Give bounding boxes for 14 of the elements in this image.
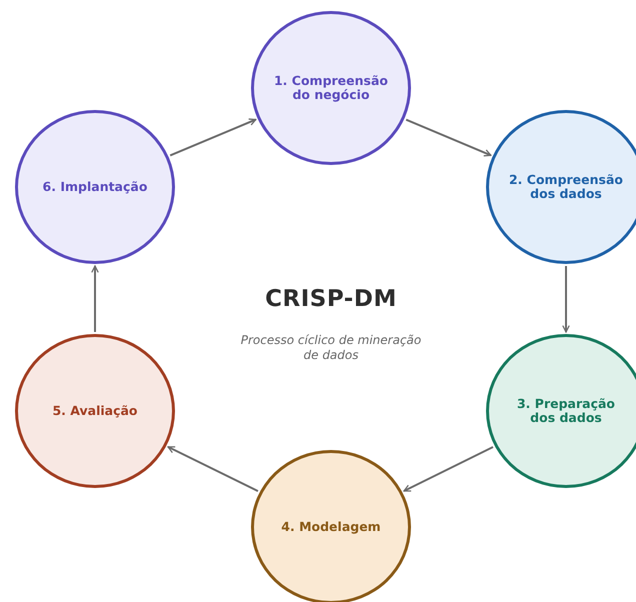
diagram-caption: Processo cíclico de mineração de dados <box>240 333 422 363</box>
arrow <box>167 446 258 492</box>
arrow <box>406 118 492 156</box>
diagram-title: CRISP-DM <box>264 286 398 312</box>
arrow <box>170 118 256 156</box>
arrow <box>562 266 570 333</box>
arrow <box>403 446 494 492</box>
stage-label: 2. Compreensão dos dados <box>508 173 624 201</box>
arrow <box>91 265 99 332</box>
stage-label: 6. Implantação <box>42 180 148 194</box>
stage-label: 5. Avaliação <box>51 404 139 418</box>
stage-label: 1. Compreensão do negócio <box>272 74 389 102</box>
stage-label: 3. Preparação dos dados <box>516 397 616 425</box>
stage-label: 4. Modelagem <box>280 520 382 534</box>
